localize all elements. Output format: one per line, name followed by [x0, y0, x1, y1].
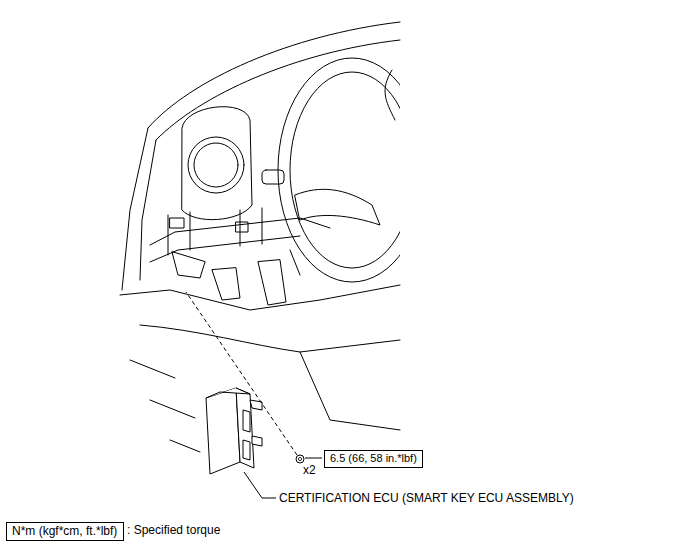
a-pillar-inner [140, 140, 156, 280]
wheel-outer [278, 58, 400, 282]
legend-row: : Specified torque [127, 523, 220, 537]
panel-slot [236, 222, 248, 232]
nut [296, 455, 304, 463]
leader-line [244, 472, 276, 498]
steering-wheel [278, 58, 400, 282]
column-line [290, 250, 300, 275]
ecu-bracket [252, 436, 262, 446]
seat-line [170, 440, 200, 452]
pedal [212, 268, 240, 300]
bracket [172, 252, 205, 278]
leader-line [305, 458, 322, 459]
nut-hole [298, 457, 301, 460]
panel-slot [170, 218, 184, 228]
ecu-body [206, 388, 262, 474]
vent-housing [182, 107, 252, 220]
pedal [258, 260, 286, 305]
seat-line [130, 360, 175, 378]
floor-edge [140, 325, 400, 352]
dash-top-line [156, 40, 400, 140]
console-line [300, 352, 400, 430]
quantity-label: x2 [303, 463, 316, 477]
torque-box: 6.5 (66, 58 in.*lbf) [324, 450, 423, 468]
box-text: 6.5 (66, 58 in.*lbf) [330, 452, 417, 465]
seat-line [150, 400, 195, 418]
lower-dash-edge [150, 236, 300, 262]
wheel-inner [290, 72, 400, 268]
vent-inner [194, 143, 238, 187]
wheel-spoke [295, 189, 380, 225]
wheel-hub [385, 70, 395, 120]
floor-line [120, 285, 400, 310]
ecu-connector [243, 410, 250, 432]
box-text: N*m (kgf*cm, ft.*lbf) [12, 524, 117, 538]
windshield-line [148, 22, 400, 128]
ecu-connector [243, 440, 250, 460]
install-dashed-line [186, 292, 297, 455]
illustration-lines [120, 22, 426, 452]
legend-text: : Specified torque [127, 523, 220, 537]
switch [262, 170, 284, 184]
vent-outer [188, 137, 244, 193]
legend-torque-box: N*m (kgf*cm, ft.*lbf) [6, 522, 124, 541]
part-name: CERTIFICATION ECU (SMART KEY ECU ASSEMBL… [279, 491, 574, 505]
ecu-top [206, 388, 250, 398]
ecu-front [206, 388, 240, 474]
panel-braces [168, 208, 262, 255]
